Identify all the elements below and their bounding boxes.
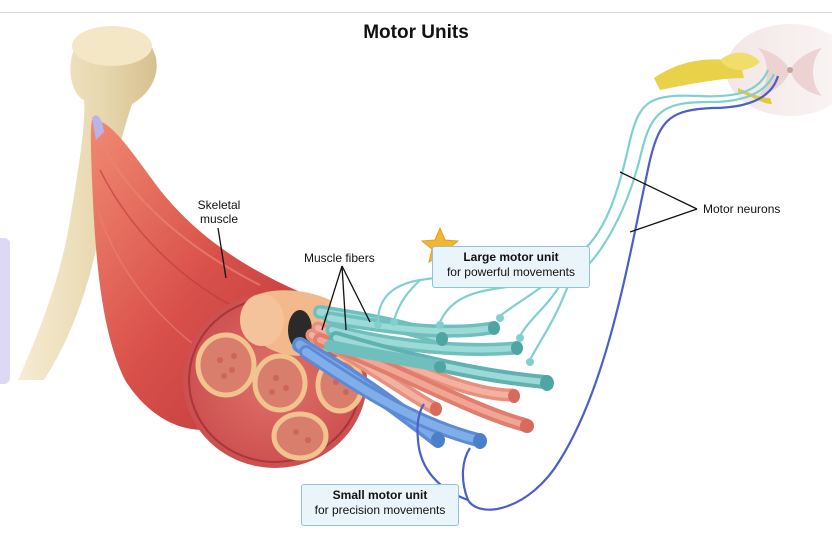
- top-divider: [0, 12, 832, 13]
- bone: [18, 26, 157, 380]
- small-motor-unit-callout: Small motor unit for precision movements: [301, 484, 459, 526]
- skeletal-muscle: [90, 115, 367, 468]
- leader-lines: [217, 171, 698, 331]
- large-unit-synapses: [374, 314, 534, 366]
- muscle-fibers: [292, 305, 554, 449]
- large-motor-unit-callout: Large motor unit for powerful movements: [432, 246, 590, 288]
- small-motor-unit-subtitle: for precision movements: [314, 503, 446, 517]
- large-motor-unit-title: Large motor unit: [463, 250, 559, 264]
- diagram-title: Motor Units: [363, 22, 469, 43]
- muscle-fibers-label: Muscle fibers: [304, 251, 375, 265]
- skeletal-muscle-label-line2: muscle: [199, 212, 238, 226]
- small-motor-unit-title: Small motor unit: [332, 488, 428, 502]
- large-motor-unit-subtitle: for powerful movements: [446, 265, 576, 279]
- spinal-cord: [654, 24, 832, 116]
- skeletal-muscle-label: Skeletal muscle: [191, 198, 247, 226]
- motor-neurons-label: Motor neurons: [703, 202, 781, 216]
- side-tab: [0, 238, 10, 384]
- skeletal-muscle-label-line1: Skeletal: [197, 198, 241, 212]
